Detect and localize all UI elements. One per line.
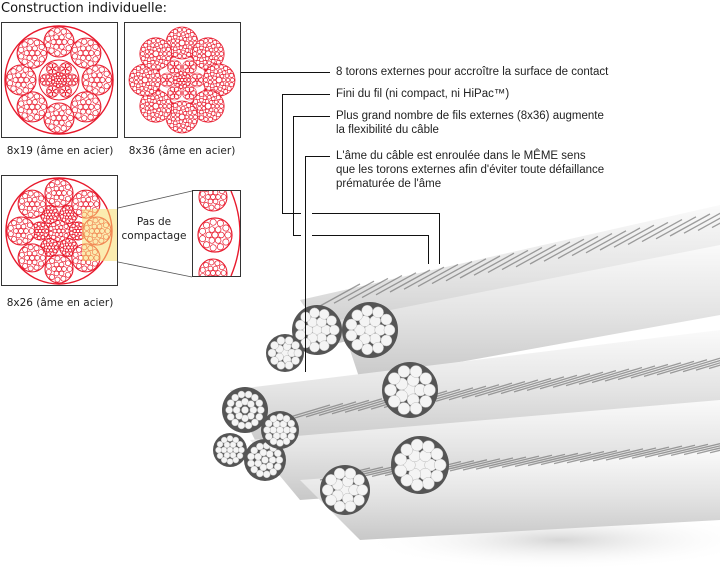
strand	[46, 62, 59, 76]
annotation-outer-strands: 8 torons externes pour accroître la surf…	[336, 65, 608, 79]
strand	[81, 64, 113, 96]
strand-end-face	[213, 433, 247, 467]
strand	[46, 84, 59, 98]
diagram-8x26-caption: 8x26 (âme en acier)	[6, 297, 114, 309]
strand	[182, 59, 197, 75]
annotation-wire-finish: Fini du fil (ni compact, ni HiPac™)	[336, 87, 509, 101]
compaction-label: Pas de compactage	[120, 215, 188, 243]
strand-end-face	[342, 302, 398, 358]
strand	[59, 62, 72, 76]
diagram-8x26-drawing	[5, 177, 117, 285]
diagram-8x19-drawing	[4, 25, 114, 135]
strand-end-face	[320, 465, 370, 515]
rope-strand-body	[340, 245, 720, 380]
annotation-line: prématurée de l'âme	[336, 178, 442, 190]
strand	[44, 254, 74, 284]
compaction-inset-frame	[192, 190, 241, 277]
strand-end-face	[391, 436, 449, 494]
annotation-line: L'âme du câble est enroulée dans le MÊME…	[336, 150, 586, 162]
strand-end-face	[261, 411, 299, 449]
strand	[65, 73, 79, 87]
annotation-line: Plus grand nombre de fils externes (8x36…	[336, 110, 604, 122]
strand	[167, 85, 182, 101]
strand	[59, 84, 72, 98]
strand	[70, 91, 102, 123]
strand	[17, 243, 47, 273]
strand	[6, 216, 36, 246]
annotation-line: Fini du fil (ni compact, ni HiPac™)	[336, 88, 510, 100]
strand	[39, 73, 53, 87]
annotation-outer-wires: Plus grand nombre de fils externes (8x36…	[336, 109, 604, 137]
compaction-highlight	[82, 209, 117, 261]
strand-end-face	[382, 362, 438, 418]
strand	[17, 189, 47, 219]
strand	[43, 26, 75, 58]
compaction-inset-drawing	[197, 191, 240, 276]
diagram-8x36-drawing	[128, 26, 236, 134]
annotation-line: que les torons externes afin d'éviter to…	[336, 164, 605, 176]
compaction-label-line: compactage	[121, 230, 187, 242]
diagram-8x36-frame	[124, 22, 241, 138]
strand	[70, 37, 102, 69]
section-title: Construction individuelle:	[1, 1, 168, 16]
strand	[197, 217, 233, 253]
diagram-8x19-caption: 8x19 (âme en acier)	[6, 145, 114, 157]
annotation-core-direction: L'âme du câble est enroulée dans le MÊME…	[336, 149, 604, 191]
diagram-8x36-caption: 8x36 (âme en acier)	[128, 145, 236, 157]
strand	[5, 64, 37, 96]
strand	[167, 59, 182, 75]
strand	[43, 102, 75, 134]
strand-end-face	[266, 334, 304, 372]
strand	[44, 178, 74, 208]
annotation-line: 8 torons externes pour accroître la surf…	[336, 66, 609, 78]
strand-end-face	[222, 387, 268, 433]
compaction-label-line: Pas de	[136, 216, 172, 228]
diagram-8x26-frame	[1, 175, 118, 286]
annotation-line: la flexibilité du câble	[336, 124, 439, 136]
strand	[16, 91, 48, 123]
diagram-8x19-frame	[1, 22, 118, 138]
strand	[182, 85, 197, 101]
strand-end-face	[244, 439, 286, 481]
strand	[16, 37, 48, 69]
